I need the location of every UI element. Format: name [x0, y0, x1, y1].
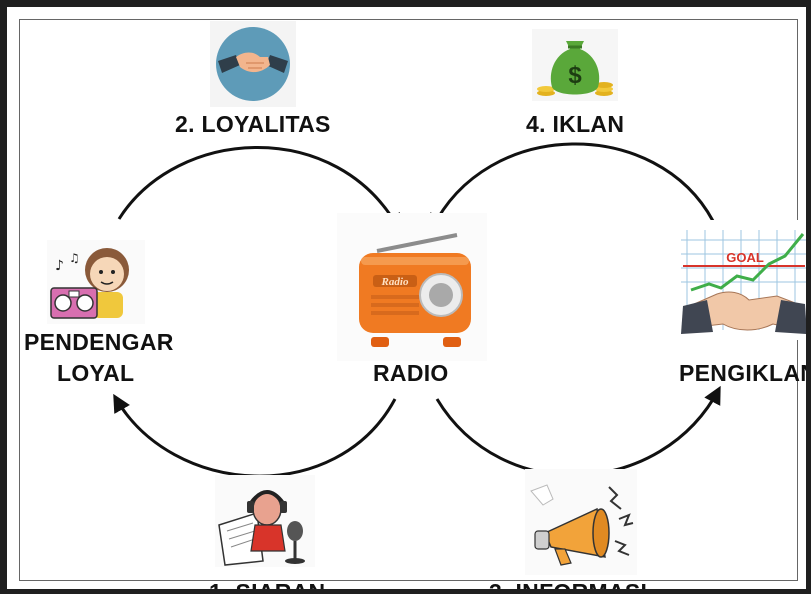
goal-label: GOAL [726, 250, 764, 265]
label-loyalitas: 2. LOYALITAS [175, 111, 331, 137]
svg-text:♪: ♪ [55, 258, 64, 274]
label-iklan: 4. IKLAN [526, 111, 625, 137]
label-siaran: 1. SIARAN [209, 579, 326, 594]
arrow-radio-to-pendengar [113, 393, 397, 478]
handshake-icon [210, 21, 296, 107]
label-informasi: 3. INFORMASI [489, 579, 648, 594]
radio-icon: Radio [337, 213, 487, 361]
arrow-radio-to-pengiklan [435, 385, 721, 477]
girl-with-radio-icon: ♪ ♫ [47, 240, 145, 324]
label-radio: RADIO [373, 360, 449, 386]
label-pengiklan: PENGIKLAN [679, 360, 811, 386]
radio-brand-label: Radio [381, 276, 409, 288]
radio-announcer-icon [215, 475, 315, 567]
arrow-loyalitas-to-radio [117, 146, 401, 233]
label-pendengar-line1: PENDENGAR [24, 329, 174, 355]
money-bag-icon: $ [532, 29, 618, 101]
svg-text:$: $ [568, 62, 582, 89]
arrow-pengiklan-to-radio [430, 142, 715, 233]
goal-handshake-icon: GOAL [677, 220, 806, 340]
megaphone-icon [525, 469, 637, 575]
svg-text:♫: ♫ [69, 251, 80, 265]
label-pendengar-line2: LOYAL [57, 360, 135, 386]
